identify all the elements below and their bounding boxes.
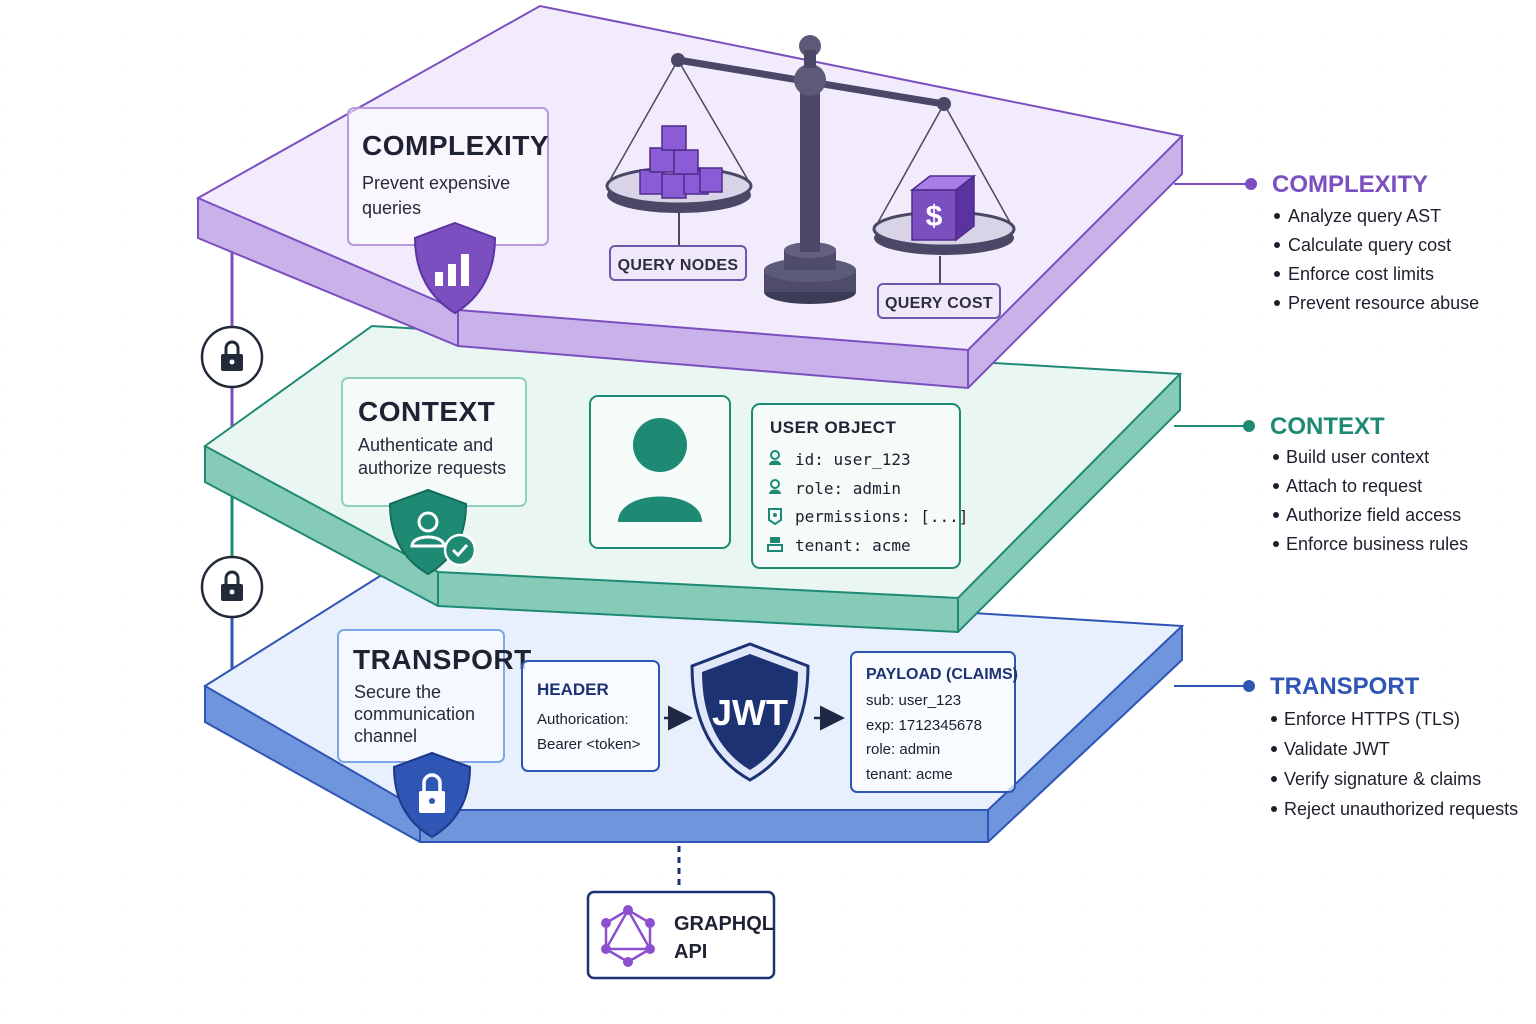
sidebar-item: Enforce cost limits xyxy=(1288,264,1434,284)
transport-desc-line: Secure the xyxy=(354,682,441,702)
sidebar-item: Calculate query cost xyxy=(1288,235,1451,255)
context-title: CONTEXT xyxy=(358,396,495,427)
user-icon xyxy=(769,479,781,494)
chart-shield-icon xyxy=(413,221,497,315)
sidebar-item: Reject unauthorized requests xyxy=(1284,799,1518,819)
payload-line: sub: user_123 xyxy=(866,692,961,709)
context-desc-line: Authenticate and xyxy=(358,435,493,455)
sidebar-item: Validate JWT xyxy=(1284,739,1390,759)
user-field: id: user_123 xyxy=(795,450,911,469)
transport-desc-line: channel xyxy=(354,726,417,746)
graphql-icon xyxy=(601,905,655,967)
payload-line: tenant: acme xyxy=(866,766,953,783)
header-title: HEADER xyxy=(537,680,609,699)
sidebar-item: Prevent resource abuse xyxy=(1288,293,1479,313)
jwt-label: JWT xyxy=(712,692,788,733)
sidebar-item: Attach to request xyxy=(1286,476,1422,496)
lock-icon xyxy=(200,325,264,389)
context-info-card: CONTEXT Authenticate and authorize reque… xyxy=(341,377,527,507)
sidebar-title: TRANSPORT xyxy=(1270,673,1420,700)
jwt-shield-icon: JWT xyxy=(690,642,810,782)
sidebar-item: Build user context xyxy=(1286,447,1429,467)
sidebar-item: Authorize field access xyxy=(1286,505,1461,525)
payload-line: exp: 1712345678 xyxy=(866,717,982,734)
transport-desc-line: communication xyxy=(354,704,475,724)
user-check-shield-icon xyxy=(388,488,477,576)
transport-title: TRANSPORT xyxy=(353,644,532,675)
sidebar-item: Enforce business rules xyxy=(1286,534,1468,554)
sidebar-item: Analyze query AST xyxy=(1288,206,1441,226)
query-cost-label: QUERY COST xyxy=(885,295,993,312)
sidebar-item: Enforce HTTPS (TLS) xyxy=(1284,709,1460,729)
user-field: tenant: acme xyxy=(795,536,911,555)
complexity-desc-line: queries xyxy=(362,198,421,218)
lock-icon xyxy=(200,555,264,619)
header-card: HEADER Authorication: Bearer <token> xyxy=(521,660,660,772)
balance-scale-icon: $ xyxy=(605,35,1016,304)
dollar-cube-icon: $ xyxy=(909,174,977,242)
user-field: permissions: [...] xyxy=(795,507,968,526)
transport-info-card: TRANSPORT Secure the communication chann… xyxy=(337,629,532,763)
payload-card: PAYLOAD (CLAIMS) sub: user_123 exp: 1712… xyxy=(850,651,1018,793)
query-cost-tag: QUERY COST xyxy=(877,283,1001,319)
query-nodes-tag: QUERY NODES xyxy=(609,245,747,281)
user-object-title: USER OBJECT xyxy=(770,418,897,437)
api-label-line: API xyxy=(674,941,707,963)
lock-shield-icon xyxy=(392,751,472,839)
badge-icon xyxy=(768,508,782,526)
api-label-line: GRAPHQL xyxy=(674,913,774,935)
user-avatar-icon xyxy=(618,418,702,522)
sidebar-context: CONTEXT Build user context Attach to req… xyxy=(1174,413,1468,554)
header-line: Bearer <token> xyxy=(537,736,641,753)
payload-title: PAYLOAD (CLAIMS) xyxy=(866,666,1018,683)
user-avatar-card xyxy=(589,395,731,549)
sidebar-title: CONTEXT xyxy=(1270,413,1385,440)
user-icon xyxy=(769,450,781,465)
user-field: role: admin xyxy=(795,479,901,498)
complexity-info-card: COMPLEXITY Prevent expensive queries xyxy=(347,107,549,246)
complexity-desc-line: Prevent expensive xyxy=(362,173,510,193)
sidebar-transport: TRANSPORT Enforce HTTPS (TLS) Validate J… xyxy=(1174,673,1518,819)
query-nodes-label: QUERY NODES xyxy=(618,257,739,274)
user-object-card: USER OBJECT id: user_123 role: admin per… xyxy=(751,403,968,569)
graphql-api-box: GRAPHQL API xyxy=(586,890,776,980)
sidebar-title: COMPLEXITY xyxy=(1272,171,1428,198)
sidebar-item: Verify signature & claims xyxy=(1284,769,1481,789)
context-desc-line: authorize requests xyxy=(358,458,506,478)
dollar-symbol: $ xyxy=(926,200,943,233)
payload-line: role: admin xyxy=(866,741,940,758)
tenant-icon xyxy=(767,537,783,552)
complexity-title: COMPLEXITY xyxy=(362,130,549,161)
header-line: Authorication: xyxy=(537,711,629,728)
sidebar-complexity: COMPLEXITY Analyze query AST Calculate q… xyxy=(1174,171,1479,313)
